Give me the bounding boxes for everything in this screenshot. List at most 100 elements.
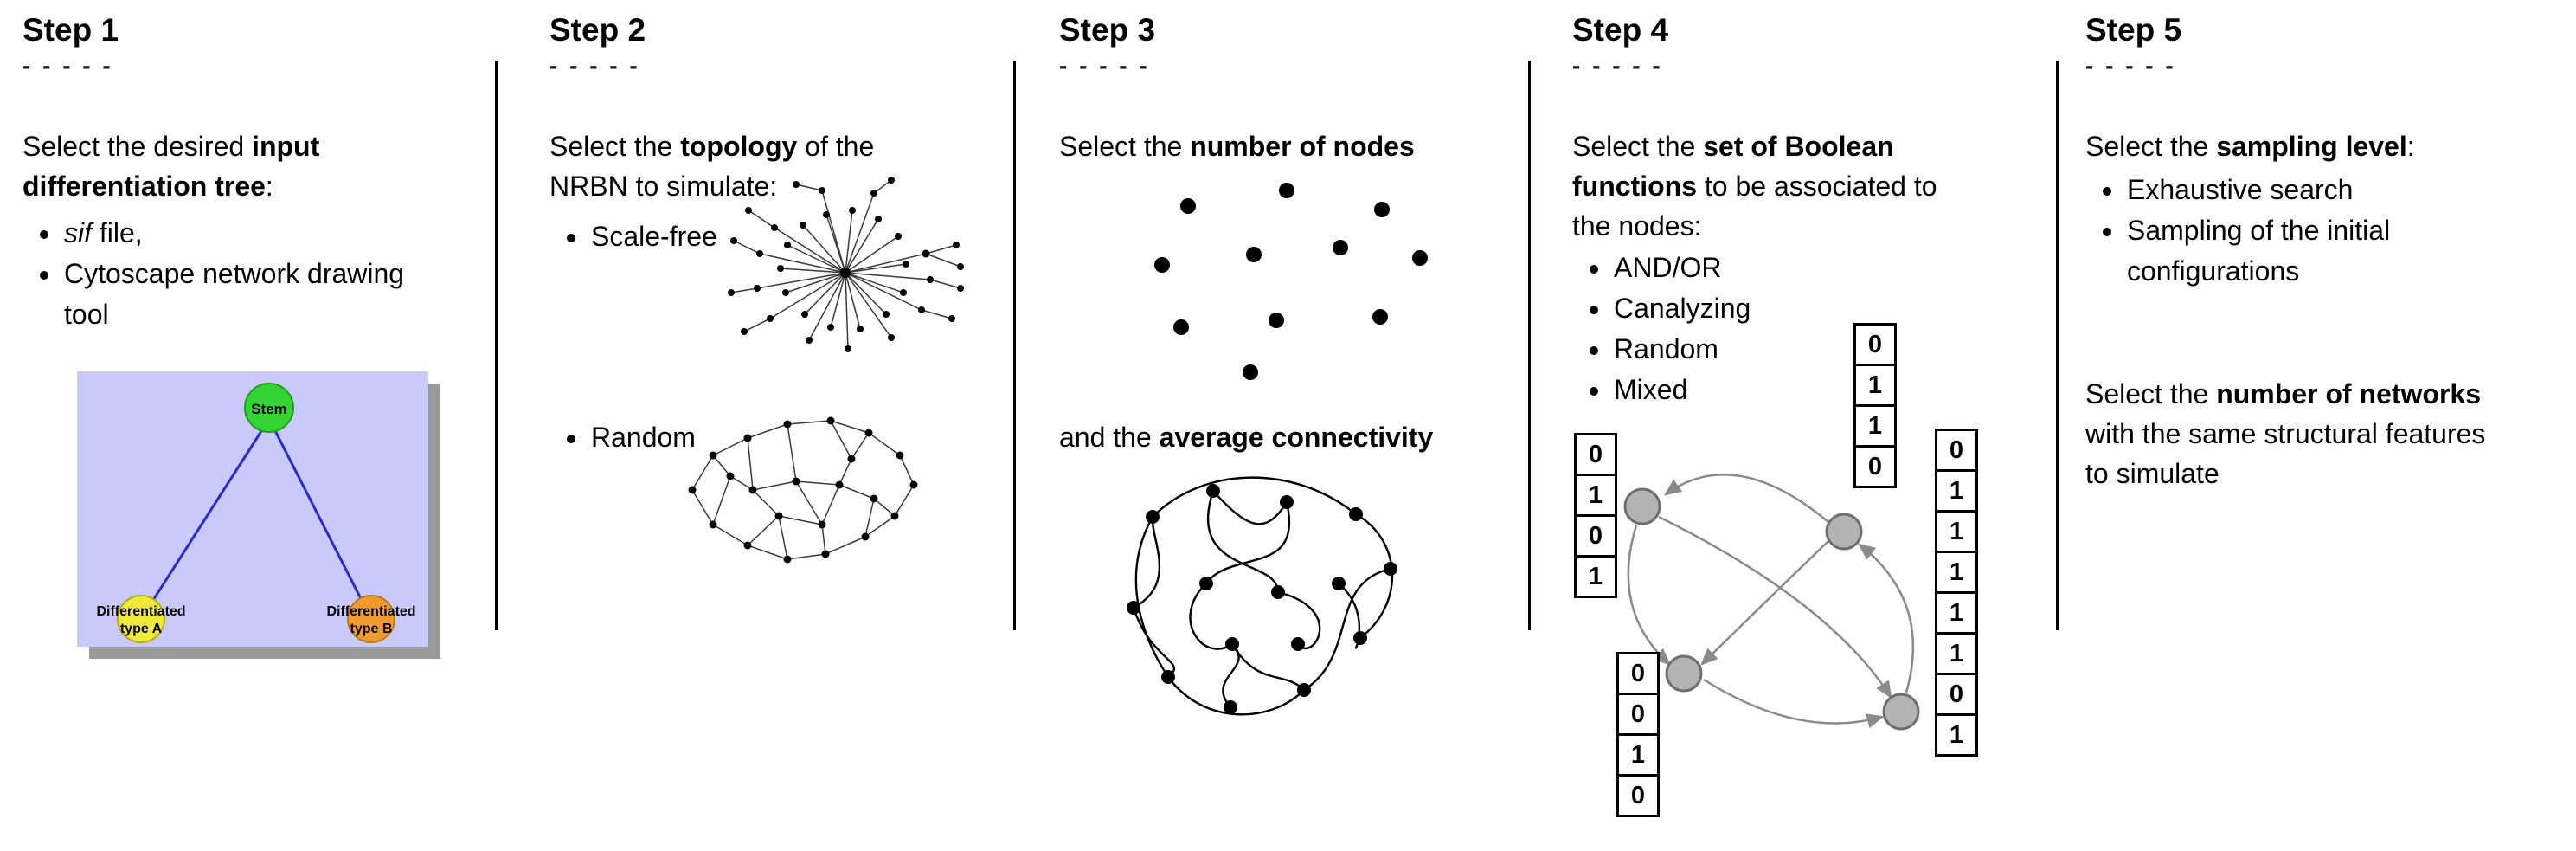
text-segment: Select the [549, 131, 681, 162]
bullet-item: Exhaustive search [2125, 170, 2496, 210]
connectivity-tangle-figure [1127, 476, 1397, 716]
truth-table-cell: 0 [1935, 429, 1978, 472]
step-3-title: Step 3 [1059, 12, 1156, 48]
boolean-node-c [1665, 654, 1703, 693]
bullet-item: Random [1612, 329, 1832, 370]
truth-table-cell: 1 [1616, 733, 1660, 777]
divider-1 [495, 61, 498, 630]
truth-table-cell: 1 [1853, 364, 1897, 407]
type-b-label-line2: type B [350, 622, 393, 636]
type-b-label-line1: Differentiated [326, 604, 415, 619]
text-segment: input differentiation tree [22, 131, 320, 202]
text-segment: Scale-free [591, 221, 717, 252]
truth-table-cell: 0 [1574, 514, 1617, 558]
step-2-bullet-scale-free: Scale-free [549, 216, 774, 257]
step-1-title: Step 1 [22, 12, 119, 48]
boolean-network-figure [1623, 474, 1920, 731]
step-4-bullet-list: AND/OR CanalyzingRandomMixed [1572, 248, 1832, 410]
step-5-dashes: - - - - - [2085, 52, 2176, 79]
step-4-dashes: - - - - - [1572, 52, 1663, 79]
step-3-connectivity-text: and the average connectivity [1059, 417, 1526, 457]
truth-table-cell: 0 [1853, 323, 1897, 366]
bullet-item: Scale-free [589, 216, 774, 257]
step-3-intro: Select the number of nodes [1059, 126, 1509, 166]
text-segment: Mixed [1614, 374, 1688, 405]
bullet-item: Mixed [1612, 370, 1832, 410]
step-5-title: Step 5 [2085, 12, 2182, 48]
step-1-bullet-list: sif file, Cytoscape network drawing tool [22, 213, 416, 335]
text-segment: and the [1059, 422, 1160, 453]
step-1-intro: Select the desired input differentiation… [22, 126, 446, 206]
step-4-intro: Select the set of Boolean functions to b… [1572, 126, 1979, 246]
scatter-dots [1154, 183, 1428, 380]
text-segment: Cytoscape network drawing tool [64, 258, 405, 330]
differentiated-type-a-node [117, 595, 165, 643]
text-segment: Sampling of the initial configurations [2127, 215, 2391, 287]
text-segment: number of networks [2216, 378, 2482, 409]
stem-node [244, 383, 294, 433]
text-segment: : [265, 171, 273, 202]
text-segment: Random [591, 422, 696, 453]
bullet-item: Canalyzing [1612, 288, 1832, 329]
step-5-second-paragraph: Select the number of networks with the s… [2085, 374, 2492, 493]
text-segment: set of Boolean functions [1572, 131, 1894, 202]
type-a-label-line1: Differentiated [96, 604, 185, 619]
boolean-node-d [1882, 693, 1920, 731]
text-segment: : [2406, 131, 2415, 162]
text-segment: with the same structural features to sim… [2085, 418, 2486, 489]
text-segment: topology [680, 131, 798, 162]
tree-edge-b [267, 418, 373, 620]
text-segment: file, [92, 217, 143, 248]
truth-table-cell: 1 [1935, 632, 1978, 675]
stem-label: Stem [251, 401, 287, 417]
text-segment: sif [64, 217, 92, 248]
truth-table-cell: 0 [1616, 693, 1660, 736]
bullet-item: Sampling of the initial configurations [2125, 210, 2496, 292]
divider-2 [1013, 61, 1016, 630]
truth-table-cell: 1 [1935, 551, 1978, 594]
truth-table-cell: 0 [1935, 673, 1978, 716]
truth-table-cell: 1 [1935, 469, 1978, 513]
text-segment: Select the [2085, 131, 2217, 162]
truth-table-cell: 0 [1616, 774, 1660, 817]
boolean-arrows [1627, 474, 1915, 729]
truth-table-cell: 0 [1853, 445, 1897, 488]
step-2-dashes: - - - - - [549, 52, 640, 79]
text-segment: number of nodes [1190, 131, 1415, 162]
step-2-title: Step 2 [549, 12, 646, 48]
step-2-intro: Select the topology of the NRBN to simul… [549, 126, 956, 206]
step-5-intro: Select the sampling level: [2085, 126, 2535, 166]
tree-edge-a [139, 418, 271, 620]
nodes-scatter-figure [1154, 183, 1428, 380]
random-edges [691, 420, 915, 560]
text-segment: sampling level [2216, 131, 2407, 162]
truth-table-cell: 1 [1935, 510, 1978, 553]
random-nodes [688, 416, 918, 564]
text-segment: Select the [1059, 131, 1191, 162]
differentiation-tree-figure: Stem Differentiated type A Differentiate… [77, 371, 440, 659]
type-a-label-line2: type A [120, 622, 163, 636]
step-4-title: Step 4 [1572, 12, 1669, 48]
random-network-figure [688, 416, 918, 564]
text-segment: Canalyzing [1614, 293, 1751, 324]
step-5-bullet-list: Exhaustive searchSampling of the initial… [2085, 170, 2496, 292]
text-segment: AND/OR [1614, 252, 1722, 283]
divider-3 [1528, 61, 1531, 630]
boolean-node-a [1623, 487, 1661, 525]
boolean-node-b [1825, 513, 1863, 551]
scale-free-edges [730, 179, 961, 350]
bullet-item: Random [589, 417, 774, 458]
step-3-dashes: - - - - - [1059, 52, 1150, 79]
tangle-nodes [1127, 484, 1397, 714]
text-segment: to be associated to the nodes: [1572, 171, 1937, 242]
scale-free-network-figure [728, 177, 964, 352]
step-2-bullet-random: Random [549, 417, 774, 458]
truth-table-cell: 1 [1935, 591, 1978, 635]
truth-table-cell: 1 [1574, 555, 1617, 598]
text-segment: average connectivity [1159, 422, 1434, 453]
bullet-item: AND/OR [1612, 248, 1832, 288]
text-segment: Select the desired [22, 131, 253, 162]
differentiated-type-b-node [347, 595, 395, 643]
